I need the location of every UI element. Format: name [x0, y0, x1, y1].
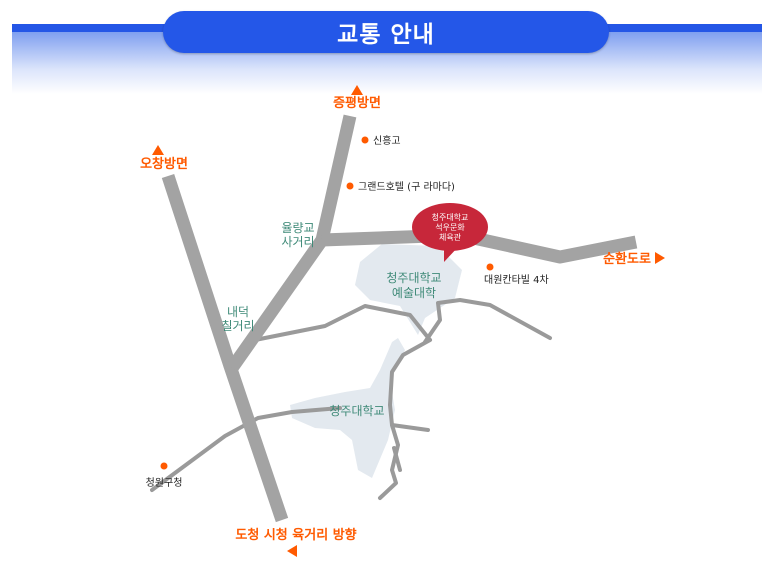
south-arrow-icon	[287, 545, 297, 557]
north-direction-label: 증평방면	[333, 95, 381, 111]
landmark-dot	[160, 462, 168, 470]
northwest-direction-label: 오창방면	[140, 156, 188, 172]
intersection-naedeok-1: 내덕	[227, 305, 249, 319]
north-arrow-icon	[351, 85, 363, 95]
south-direction-label: 도청 시청 육거리 방향	[235, 527, 356, 543]
landmark-label-cheongwon: 청원구청	[146, 477, 183, 489]
east-arrow-icon	[655, 252, 665, 264]
landmark-dot	[346, 182, 354, 190]
arts-campus-label-2: 예술대학	[392, 286, 436, 300]
minor-roads	[150, 298, 552, 500]
destination-marker: 청주대학교 석우문화 체육관	[412, 203, 488, 262]
landmark-label-daewon: 대원칸타빌 4차	[484, 274, 549, 286]
intersection-naedeok-2: 칠거리	[221, 319, 254, 333]
northwest-arrow-icon	[152, 145, 164, 155]
intersection-yulyanggyo-1: 율량교	[281, 221, 314, 235]
page-title: 교통 안내	[163, 11, 609, 53]
destination-label-1: 청주대학교	[432, 212, 469, 222]
east-direction-label: 순환도로	[603, 251, 651, 267]
destination-label-3: 체육관	[439, 232, 462, 242]
landmark-label-grand-hotel: 그랜드호텔 (구 라마다)	[358, 181, 455, 193]
major-roads	[161, 114, 638, 523]
landmark-dot	[361, 136, 369, 144]
arts-campus-label-1: 청주대학교	[386, 271, 441, 285]
arts-campus-area	[355, 244, 462, 335]
destination-marker-shape	[412, 203, 488, 251]
main-campus-area	[290, 338, 405, 478]
destination-label-2: 석우문화	[435, 222, 465, 232]
main-campus-label: 청주대학교	[329, 404, 384, 418]
landmark-label-sinheung: 신흥고	[373, 134, 401, 147]
landmark-dot	[486, 263, 494, 271]
intersection-yulyanggyo-2: 사거리	[281, 235, 314, 249]
